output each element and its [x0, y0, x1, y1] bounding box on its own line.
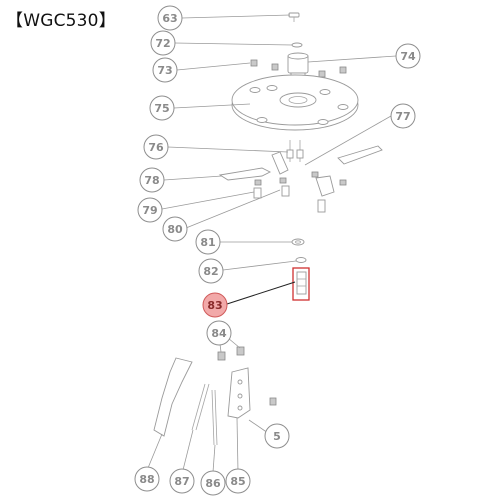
part-73-nuts — [250, 59, 347, 78]
model-title: 【WGC530】 — [6, 11, 116, 31]
svg-text:84: 84 — [211, 327, 227, 340]
part-83-spindle — [292, 267, 310, 301]
svg-text:77: 77 — [395, 110, 410, 123]
svg-text:72: 72 — [155, 37, 170, 50]
callout-63[interactable]: 63 — [157, 5, 183, 31]
part-5-screw — [269, 397, 277, 406]
svg-text:86: 86 — [205, 477, 221, 490]
leader-lines — [147, 14, 397, 473]
part-81-washer — [291, 238, 305, 246]
callout-74[interactable]: 74 — [395, 43, 421, 69]
callout-78[interactable]: 78 — [139, 167, 165, 193]
svg-text:79: 79 — [142, 204, 157, 217]
callout-77[interactable]: 77 — [390, 103, 416, 129]
part-84-screws — [217, 346, 245, 361]
svg-text:74: 74 — [400, 50, 416, 63]
part-82-washer — [295, 257, 307, 263]
svg-text:73: 73 — [157, 64, 172, 77]
svg-text:75: 75 — [154, 102, 169, 115]
callout-73[interactable]: 73 — [152, 57, 178, 83]
svg-text:88: 88 — [139, 473, 154, 486]
callout-82[interactable]: 82 — [198, 258, 224, 284]
part-79-80-bolts — [253, 185, 326, 213]
svg-text:85: 85 — [230, 475, 245, 488]
highlight-box — [292, 267, 310, 301]
svg-text:81: 81 — [200, 236, 215, 249]
part-76-bolts — [286, 140, 304, 162]
svg-text:78: 78 — [144, 174, 159, 187]
svg-text:5: 5 — [273, 430, 281, 443]
callout-80[interactable]: 80 — [162, 216, 188, 242]
callout-83[interactable]: 83 — [202, 292, 228, 318]
callout-79[interactable]: 79 — [137, 197, 163, 223]
svg-text:82: 82 — [203, 265, 218, 278]
callout-76[interactable]: 76 — [143, 134, 169, 160]
svg-text:83: 83 — [207, 299, 222, 312]
callout-75[interactable]: 75 — [149, 95, 175, 121]
svg-text:76: 76 — [148, 141, 164, 154]
callout-5[interactable]: 5 — [264, 423, 290, 449]
part-87-rod — [191, 383, 210, 431]
callout-85[interactable]: 85 — [225, 468, 251, 494]
part-85-bracket — [227, 367, 251, 419]
callout-84[interactable]: 84 — [206, 320, 232, 346]
callout-86[interactable]: 86 — [200, 470, 226, 496]
callout-72[interactable]: 72 — [150, 30, 176, 56]
part-72-washer — [291, 42, 303, 48]
part-77-78-blades — [218, 145, 383, 197]
callout-81[interactable]: 81 — [195, 229, 221, 255]
part-86-rod — [211, 389, 218, 446]
callout-87[interactable]: 87 — [169, 468, 195, 494]
part-88-deflector — [153, 357, 193, 437]
svg-text:80: 80 — [167, 223, 183, 236]
svg-text:63: 63 — [162, 12, 177, 25]
callouts: 63 72 73 74 75 77 76 78 — [134, 5, 421, 496]
part-63-pin — [288, 12, 300, 22]
callout-88[interactable]: 88 — [134, 466, 160, 492]
part-75-disc — [231, 74, 359, 131]
svg-text:87: 87 — [174, 475, 189, 488]
